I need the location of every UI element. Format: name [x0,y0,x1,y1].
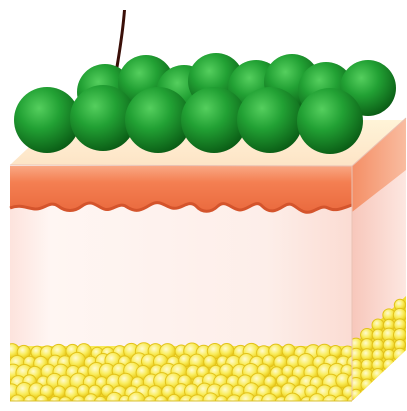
fat-cell [10,395,25,410]
green-sphere [237,87,303,153]
fat-cell [24,395,36,407]
surface-particles [14,53,396,154]
fat-cell [361,379,373,391]
fat-cell [72,396,85,409]
fat-cell [49,396,61,408]
fat-cell [393,348,406,361]
fat-cell [372,369,385,382]
fat-cell [94,396,107,409]
fat-cell [215,396,228,409]
fat-cell [59,397,72,410]
fat-cell [262,394,278,410]
green-sphere [297,88,363,154]
fat-cell [155,396,168,409]
fat-cell [144,396,157,409]
fat-cell [383,359,395,371]
fat-cell [334,396,349,411]
fat-cell [322,395,338,411]
fat-cell [309,394,325,410]
